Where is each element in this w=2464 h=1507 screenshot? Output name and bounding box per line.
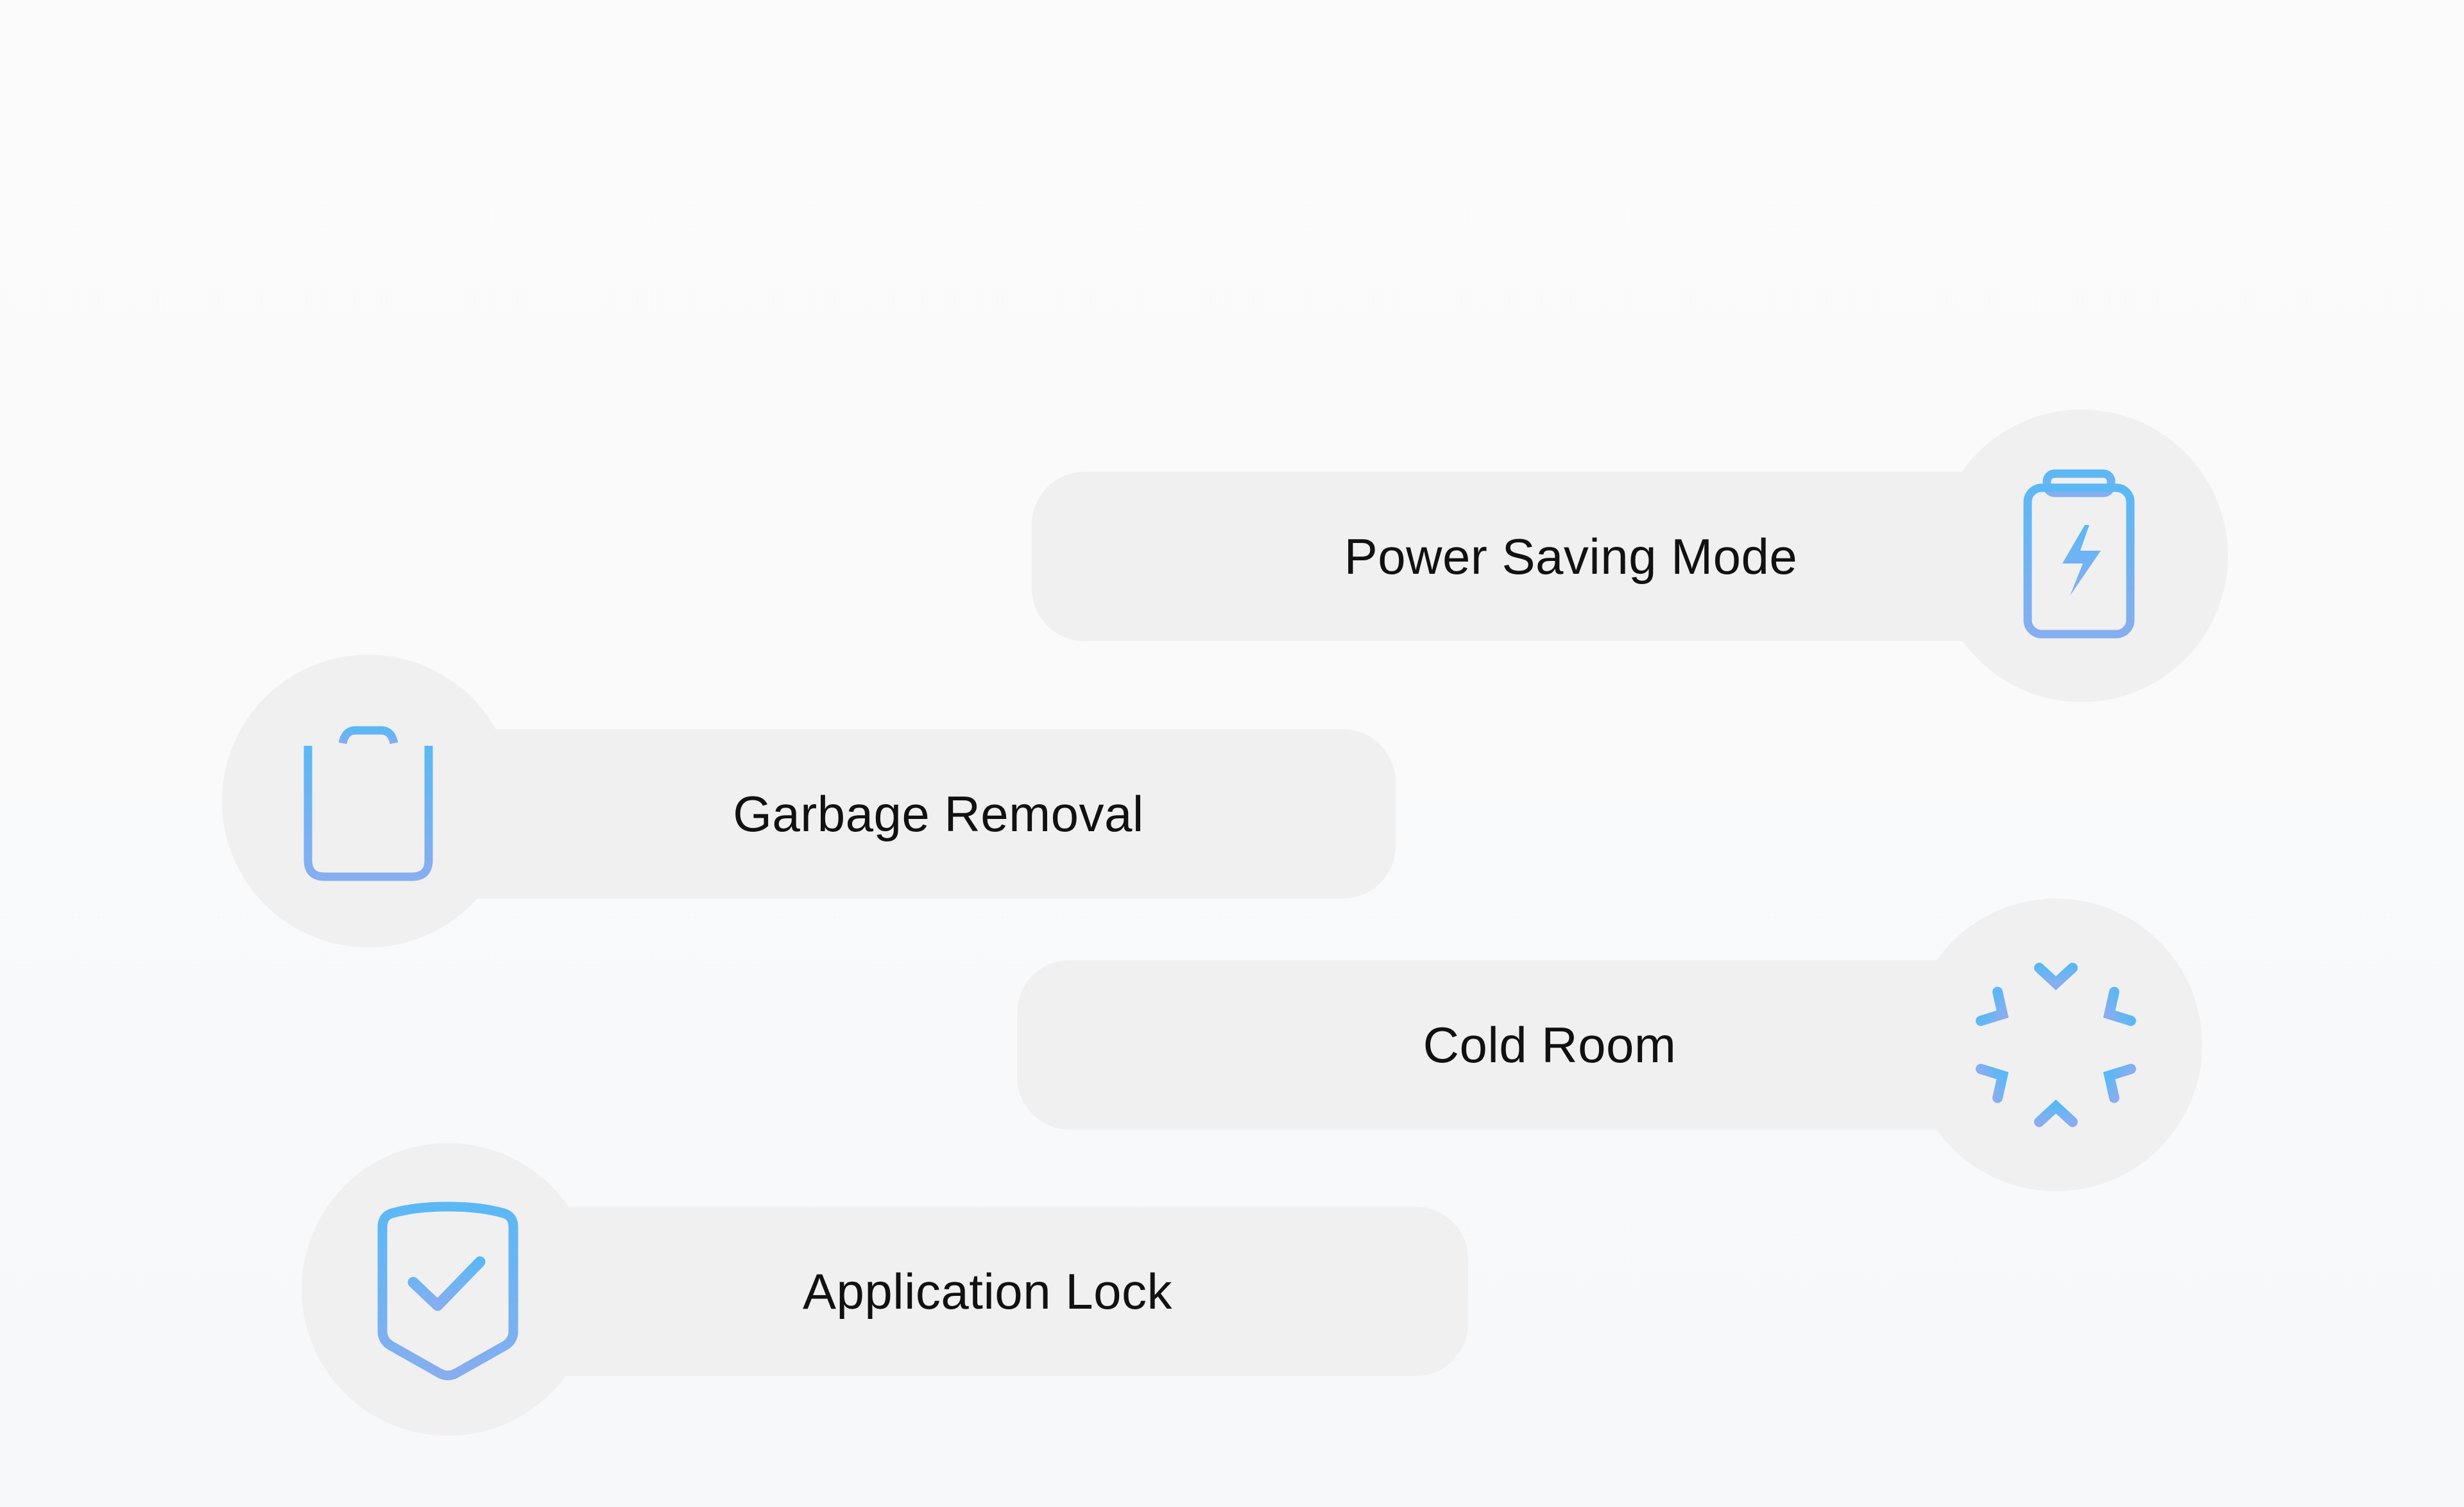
cold-room-icon-badge[interactable] xyxy=(1910,899,2202,1191)
cold-room-label: Cold Room xyxy=(1423,1016,1677,1073)
cold-room-button[interactable]: Cold Room xyxy=(1017,960,2031,1130)
snowflake-icon xyxy=(1966,952,2146,1138)
power-saving-label: Power Saving Mode xyxy=(1344,528,1798,585)
app-lock-button[interactable]: Application Lock xyxy=(481,1207,1468,1376)
power-saving-button[interactable]: Power Saving Mode xyxy=(1032,472,2058,641)
garbage-button[interactable]: Garbage Removal xyxy=(404,729,1396,899)
app-lock-icon-badge[interactable] xyxy=(302,1143,594,1436)
power-saving-icon-badge[interactable] xyxy=(1935,409,2228,702)
shield-check-icon xyxy=(371,1196,525,1382)
garbage-icon-badge[interactable] xyxy=(222,655,515,947)
battery-charging-icon xyxy=(2017,466,2146,646)
trash-icon xyxy=(291,718,445,884)
app-lock-label: Application Lock xyxy=(802,1262,1172,1320)
garbage-label: Garbage Removal xyxy=(733,785,1144,842)
